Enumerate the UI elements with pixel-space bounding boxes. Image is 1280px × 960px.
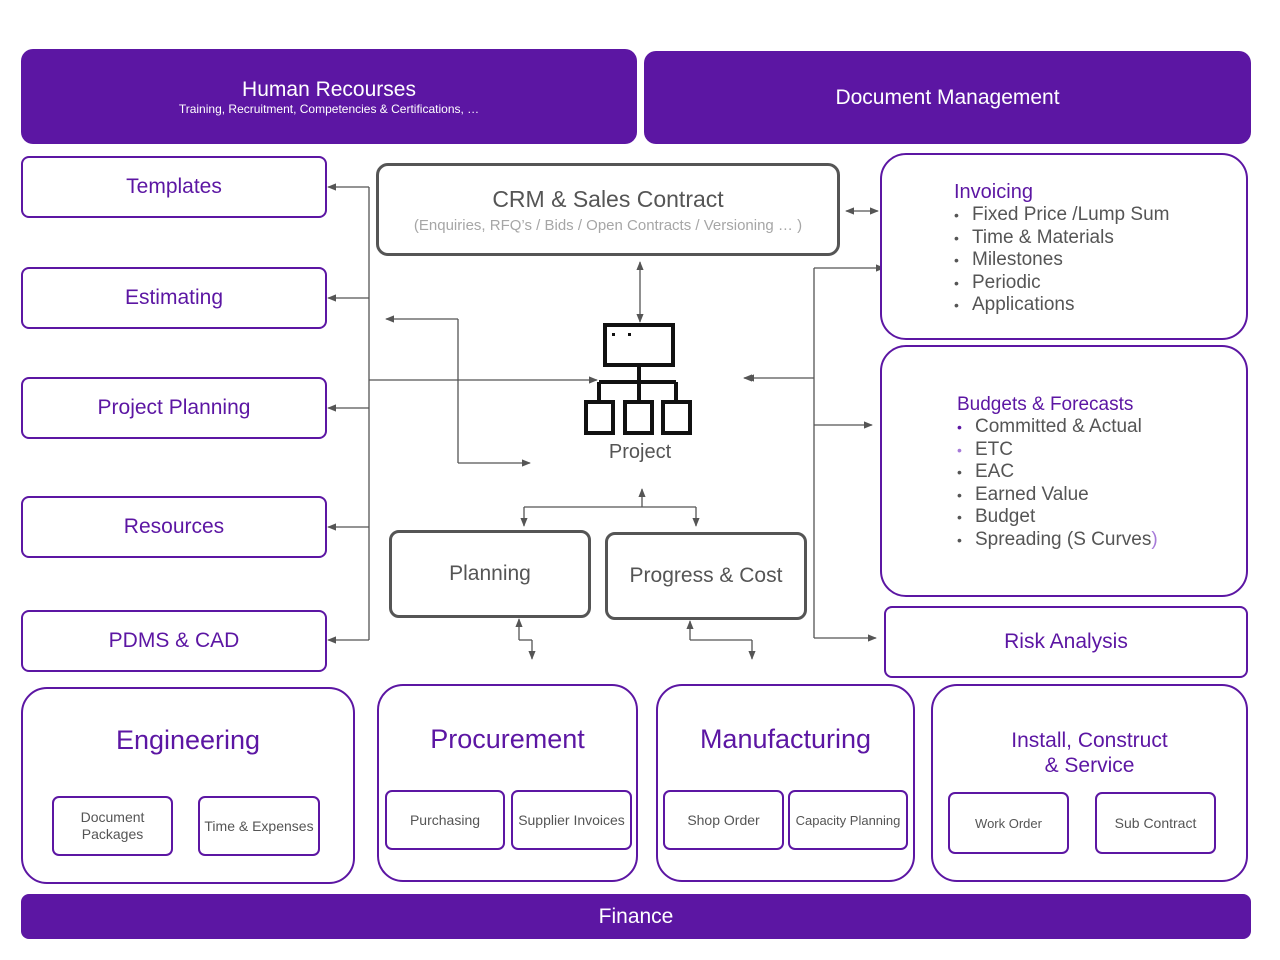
install-title-line1: Install, Construct: [1011, 729, 1168, 752]
budgets-item: Budget: [957, 506, 1158, 529]
invoicing-box[interactable]: Invoicing Fixed Price /Lump Sum Time & M…: [880, 153, 1248, 340]
budgets-item: Earned Value: [957, 484, 1158, 507]
invoicing-item: Time & Materials: [954, 227, 1169, 250]
budgets-item-last: Spreading (S Curves): [957, 529, 1158, 552]
budgets-forecasts-box[interactable]: Budgets & Forecasts Committed & Actual E…: [880, 345, 1248, 597]
purchasing-box[interactable]: Purchasing: [385, 790, 505, 850]
supplier-invoices-box[interactable]: Supplier Invoices: [511, 790, 632, 850]
sub-contract-box[interactable]: Sub Contract: [1095, 792, 1216, 854]
templates-box[interactable]: Templates: [21, 156, 327, 218]
pdms-cad-box[interactable]: PDMS & CAD: [21, 610, 327, 672]
budgets-item-text: Spreading (S Curves: [975, 528, 1152, 550]
crm-subtitle: (Enquiries, RFQ’s / Bids / Open Contract…: [413, 216, 803, 234]
project-planning-box[interactable]: Project Planning: [21, 377, 327, 439]
invoicing-item: Fixed Price /Lump Sum: [954, 204, 1169, 227]
document-packages-box[interactable]: Document Packages: [52, 796, 173, 856]
human-resources-title: Human Recourses: [242, 77, 416, 101]
budgets-item: Committed & Actual: [957, 416, 1158, 439]
crm-sales-contract-box[interactable]: CRM & Sales Contract (Enquiries, RFQ’s /…: [376, 163, 840, 256]
invoicing-item: Periodic: [954, 272, 1169, 295]
planning-box[interactable]: Planning: [389, 530, 591, 618]
install-title-line2: & Service: [1044, 754, 1135, 777]
budgets-title: Budgets & Forecasts: [957, 394, 1134, 415]
budgets-item: ETC: [957, 439, 1158, 462]
resources-box[interactable]: Resources: [21, 496, 327, 558]
finance-band[interactable]: Finance: [21, 894, 1251, 939]
finance-title: Finance: [598, 904, 674, 928]
time-expenses-box[interactable]: Time & Expenses: [198, 796, 320, 856]
crm-title: CRM & Sales Contract: [492, 185, 724, 212]
human-resources-band[interactable]: Human Recourses Training, Recruitment, C…: [21, 49, 637, 144]
org-chart-icon: [584, 323, 692, 435]
procurement-group[interactable]: Procurement Purchasing Supplier Invoices: [377, 684, 638, 882]
manufacturing-title: Manufacturing: [699, 724, 872, 754]
invoicing-title: Invoicing: [954, 181, 1033, 203]
install-construct-service-group[interactable]: Install, Construct & Service Work Order …: [931, 684, 1248, 882]
capacity-planning-box[interactable]: Capacity Planning: [788, 790, 908, 850]
closing-paren: ): [1151, 528, 1158, 550]
invoicing-item: Applications: [954, 294, 1169, 317]
engineering-group[interactable]: Engineering Document Packages Time & Exp…: [21, 687, 355, 884]
human-resources-subtitle: Training, Recruitment, Competencies & Ce…: [178, 101, 480, 116]
shop-order-box[interactable]: Shop Order: [663, 790, 784, 850]
project-label: Project: [608, 441, 672, 463]
manufacturing-group[interactable]: Manufacturing Shop Order Capacity Planni…: [656, 684, 915, 882]
progress-cost-box[interactable]: Progress & Cost: [605, 532, 807, 620]
risk-analysis-box[interactable]: Risk Analysis: [884, 606, 1248, 678]
document-management-title: Document Management: [835, 85, 1060, 109]
work-order-box[interactable]: Work Order: [948, 792, 1069, 854]
procurement-title: Procurement: [430, 724, 585, 754]
invoicing-item: Milestones: [954, 249, 1169, 272]
document-management-band[interactable]: Document Management: [644, 51, 1251, 144]
engineering-title: Engineering: [115, 725, 261, 755]
estimating-box[interactable]: Estimating: [21, 267, 327, 329]
budgets-item: EAC: [957, 461, 1158, 484]
